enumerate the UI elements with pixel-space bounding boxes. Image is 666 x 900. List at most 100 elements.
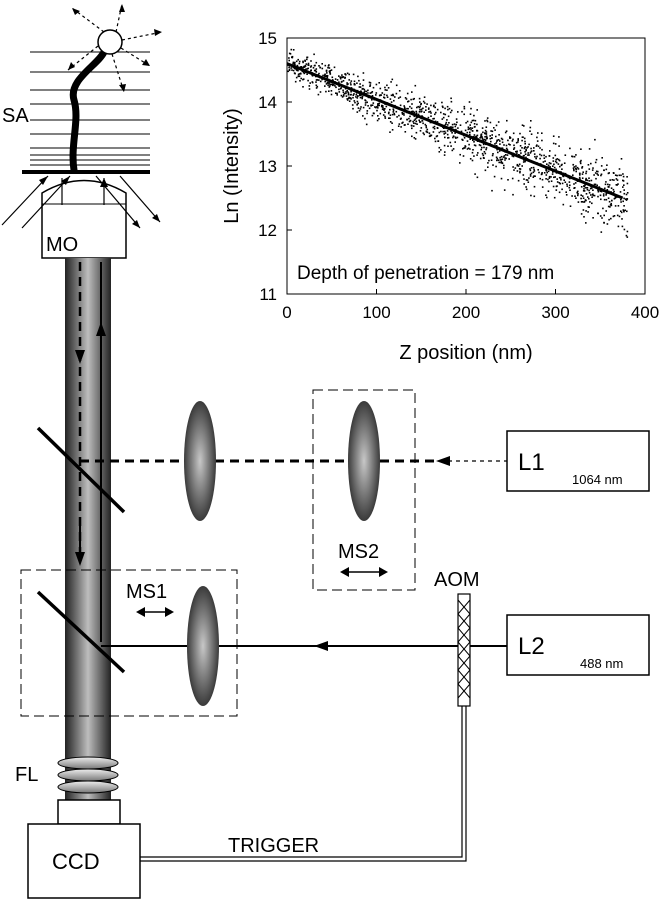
- data-point: [565, 194, 568, 196]
- data-point: [519, 145, 522, 147]
- data-point: [364, 117, 366, 120]
- data-point: [485, 136, 488, 138]
- data-point: [309, 66, 312, 68]
- data-point: [328, 86, 331, 88]
- data-point: [600, 198, 602, 201]
- data-point: [412, 98, 415, 101]
- data-point: [504, 154, 507, 156]
- data-point: [625, 234, 628, 237]
- data-point: [603, 221, 605, 224]
- ccd-adapter: [57, 799, 121, 825]
- data-point: [509, 137, 511, 139]
- data-point: [338, 81, 340, 83]
- data-point: [350, 90, 352, 93]
- data-point: [442, 130, 444, 133]
- data-point: [290, 48, 293, 51]
- data-point: [342, 91, 345, 93]
- data-point: [357, 75, 359, 78]
- data-point: [358, 79, 360, 82]
- ccd-camera: [27, 823, 141, 899]
- data-point: [438, 146, 441, 149]
- data-point: [434, 120, 437, 123]
- data-point: [540, 173, 543, 176]
- data-point: [433, 125, 436, 128]
- data-point: [550, 180, 553, 182]
- data-point: [552, 160, 555, 162]
- data-point: [461, 110, 463, 113]
- data-point: [434, 140, 437, 143]
- data-point: [537, 132, 539, 134]
- data-point: [403, 106, 406, 109]
- data-point: [548, 175, 551, 178]
- data-point: [390, 101, 393, 103]
- data-point: [558, 159, 561, 162]
- data-point: [418, 97, 421, 100]
- data-point: [353, 93, 355, 95]
- data-point: [420, 103, 422, 106]
- data-point: [511, 140, 514, 142]
- data-point: [298, 60, 301, 63]
- data-point: [588, 168, 591, 170]
- label-ms2: MS2: [338, 541, 379, 563]
- data-point: [389, 121, 392, 123]
- data-point: [302, 66, 304, 69]
- data-point: [546, 163, 548, 165]
- data-point: [577, 190, 579, 193]
- data-point: [547, 190, 550, 192]
- data-point: [469, 131, 471, 134]
- data-point: [327, 65, 330, 67]
- data-point: [420, 108, 423, 111]
- data-point: [430, 104, 432, 107]
- data-point: [561, 168, 563, 170]
- data-point: [462, 147, 464, 150]
- data-point: [447, 115, 450, 118]
- data-point: [446, 133, 449, 136]
- data-point: [338, 88, 340, 91]
- data-point: [595, 170, 598, 173]
- data-point: [466, 131, 469, 134]
- data-point: [371, 114, 374, 117]
- data-point: [507, 139, 509, 142]
- data-point: [597, 212, 599, 215]
- data-point: [541, 132, 543, 134]
- data-point: [315, 87, 318, 89]
- data-point: [580, 201, 583, 203]
- data-point: [454, 132, 456, 134]
- data-point: [495, 165, 497, 168]
- data-point: [297, 73, 300, 76]
- data-point: [384, 117, 387, 119]
- data-point: [507, 179, 509, 181]
- data-point: [484, 139, 487, 142]
- data-point: [608, 186, 610, 188]
- data-point: [353, 100, 356, 102]
- data-point: [389, 131, 391, 133]
- data-point: [580, 148, 582, 150]
- data-point: [587, 206, 590, 208]
- data-point: [295, 68, 297, 70]
- data-point: [387, 87, 390, 89]
- data-point: [463, 137, 466, 139]
- data-point: [533, 185, 536, 188]
- data-point: [404, 124, 406, 126]
- data-point: [623, 192, 626, 195]
- data-point: [416, 106, 418, 109]
- data-point: [467, 126, 470, 128]
- data-point: [315, 61, 318, 64]
- data-point: [599, 194, 602, 197]
- data-point: [426, 128, 429, 131]
- data-point: [420, 110, 423, 113]
- aom-crystal: [457, 593, 471, 707]
- data-point: [457, 127, 459, 129]
- data-point: [505, 157, 507, 160]
- data-point: [441, 101, 443, 104]
- data-point: [588, 177, 590, 179]
- data-point: [571, 155, 574, 158]
- data-point: [560, 177, 562, 179]
- data-point: [299, 80, 301, 82]
- data-point: [450, 126, 452, 128]
- data-point: [378, 104, 380, 107]
- data-point: [336, 92, 338, 95]
- data-point: [415, 112, 418, 115]
- data-point: [497, 139, 500, 141]
- data-point: [469, 124, 471, 126]
